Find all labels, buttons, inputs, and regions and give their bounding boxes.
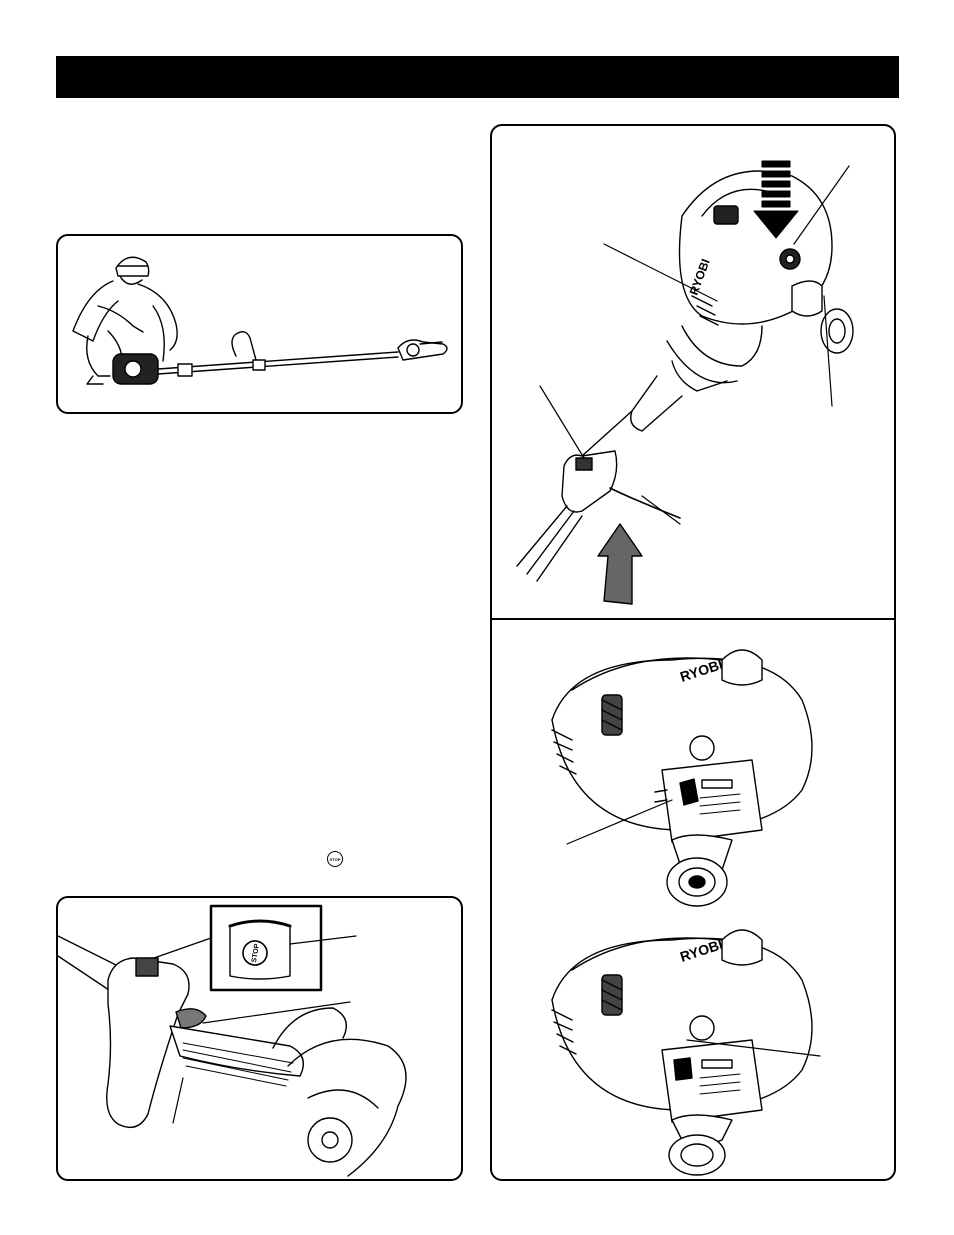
panel-divider: [492, 618, 894, 620]
engine-choke-lever-illustration: RYOBI RYOBI: [551, 649, 821, 1176]
throttle-handle-stop-switch-illustration: STOP: [58, 904, 407, 1177]
figure-engine-panel: RYOBI: [490, 124, 896, 1181]
figure-operator-panel: [56, 234, 463, 414]
stop-symbol-icon: STOP: [327, 851, 343, 867]
engine-with-primer-bulb-and-throttle-illustration: RYOBI: [516, 160, 854, 605]
section-header-bar: [56, 56, 899, 98]
figure-stop-switch-panel: STOP: [56, 896, 463, 1181]
stop-button-label: STOP: [251, 943, 261, 963]
operator-with-pole-saw-illustration: [72, 256, 448, 385]
